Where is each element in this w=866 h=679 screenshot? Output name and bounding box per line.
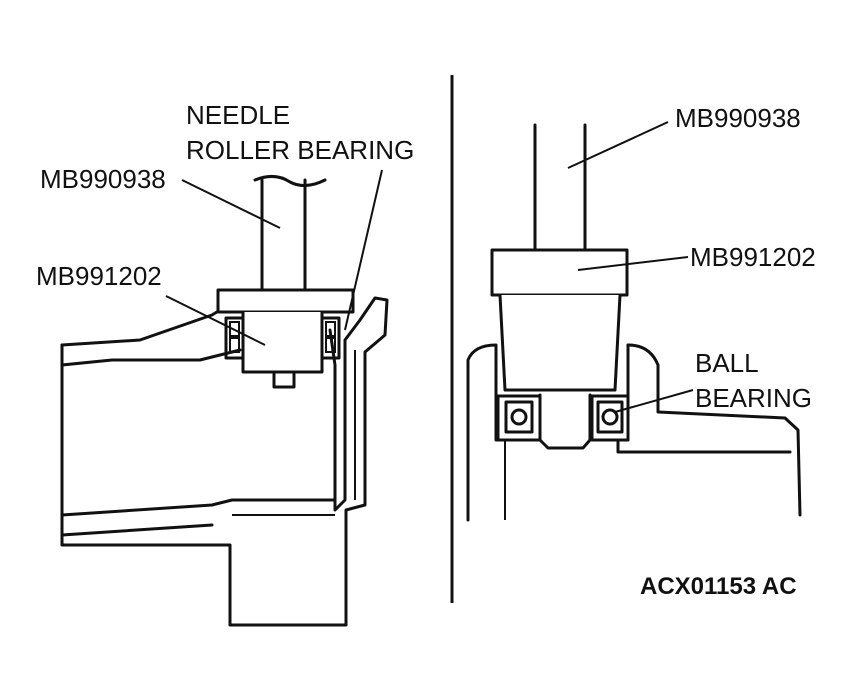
leader-ball-bearing bbox=[614, 389, 694, 413]
left-housing bbox=[60, 296, 389, 627]
right-adapter-stem bbox=[538, 393, 592, 450]
label-right-mb991202: MB991202 bbox=[690, 242, 816, 272]
needle-roller-bearing bbox=[224, 316, 341, 360]
left-tool-adapter-mb991202 bbox=[241, 310, 324, 389]
label-needle-line1: NEEDLE bbox=[186, 100, 290, 130]
leader-needle-bearing bbox=[344, 169, 383, 331]
label-left-mb991202: MB991202 bbox=[36, 261, 162, 291]
ball-bearing bbox=[496, 394, 630, 442]
label-ball-line2: BEARING bbox=[695, 383, 812, 413]
right-shaft-mb990938 bbox=[533, 123, 587, 252]
label-ball-line1: BALL bbox=[695, 348, 759, 378]
left-tool-shaft-mb990938 bbox=[253, 175, 327, 292]
figure-code: ACX01153 AC bbox=[640, 573, 797, 600]
leader-left-mb990938 bbox=[181, 179, 281, 229]
label-left-mb990938: MB990938 bbox=[40, 164, 166, 194]
leader-left-mb991202 bbox=[165, 295, 266, 346]
leader-right-mb990938 bbox=[567, 121, 669, 169]
right-tool-mb991202 bbox=[490, 248, 629, 392]
left-tool-plate bbox=[216, 288, 355, 314]
leader-right-mb991202 bbox=[577, 256, 689, 271]
label-right-mb990938: MB990938 bbox=[675, 103, 801, 133]
label-needle-line2: ROLLER BEARING bbox=[186, 135, 414, 165]
